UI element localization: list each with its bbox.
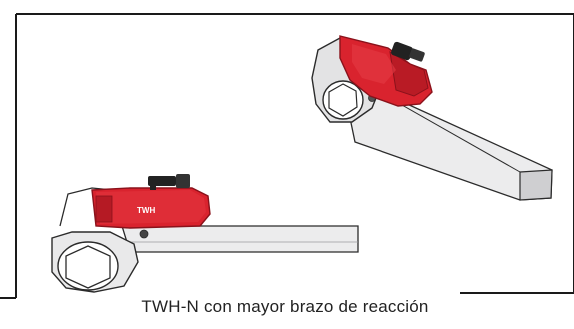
frame-border — [0, 13, 574, 299]
product-label: TWH — [137, 206, 155, 215]
hydraulic-torque-wrench-upright — [311, 35, 553, 201]
hydraulic-torque-wrench-flat: TWH — [51, 174, 359, 293]
caption: TWH-N con mayor brazo de reacción — [141, 297, 429, 316]
